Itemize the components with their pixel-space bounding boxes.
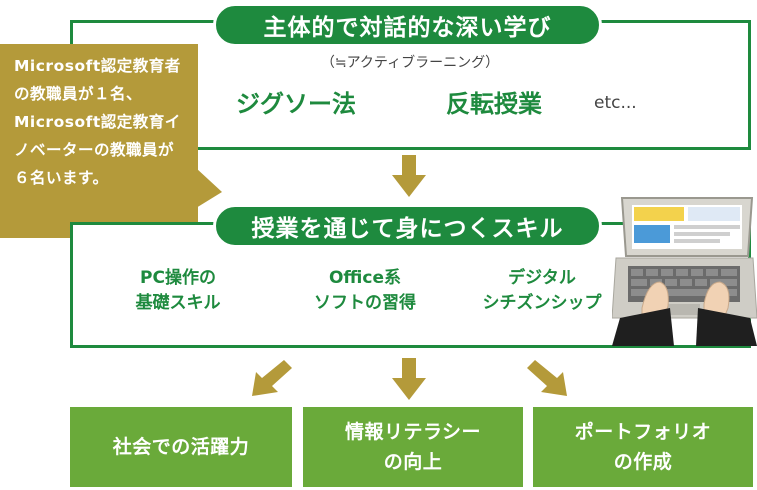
down-left-arrow-icon bbox=[252, 360, 292, 396]
certification-callout: Microsoft認定教育者の教職員が１名、Microsoft認定教育イノベータ… bbox=[0, 44, 198, 238]
outcome-social-success: 社会での活躍力 bbox=[70, 407, 292, 487]
method-etc: etc... bbox=[594, 93, 637, 113]
down-right-arrow-icon bbox=[527, 360, 567, 396]
skill-digital-citizenship: デジタル シチズンシップ bbox=[482, 268, 602, 313]
down-arrow-icon bbox=[392, 358, 426, 400]
skills-title: 授業を通じて身につくスキル bbox=[213, 204, 602, 248]
outcome-information-literacy: 情報リテラシー の向上 bbox=[303, 407, 523, 487]
skill-pc-basics: PC操作の 基礎スキル bbox=[135, 268, 221, 313]
method-jigsaw: ジグソー法 bbox=[236, 90, 356, 118]
outcome-portfolio-creation: ポートフォリオ の作成 bbox=[533, 407, 753, 487]
down-arrow-icon bbox=[392, 155, 426, 197]
callout-pointer bbox=[196, 168, 222, 208]
active-learning-title: 主体的で対話的な深い学び bbox=[213, 3, 602, 47]
laptop-typing-illustration bbox=[612, 197, 757, 346]
active-learning-subtitle: （≒アクティブラーニング） bbox=[320, 55, 500, 71]
method-flipped-classroom: 反転授業 bbox=[446, 90, 542, 118]
skill-office-software: Office系 ソフトの習得 bbox=[314, 268, 416, 313]
